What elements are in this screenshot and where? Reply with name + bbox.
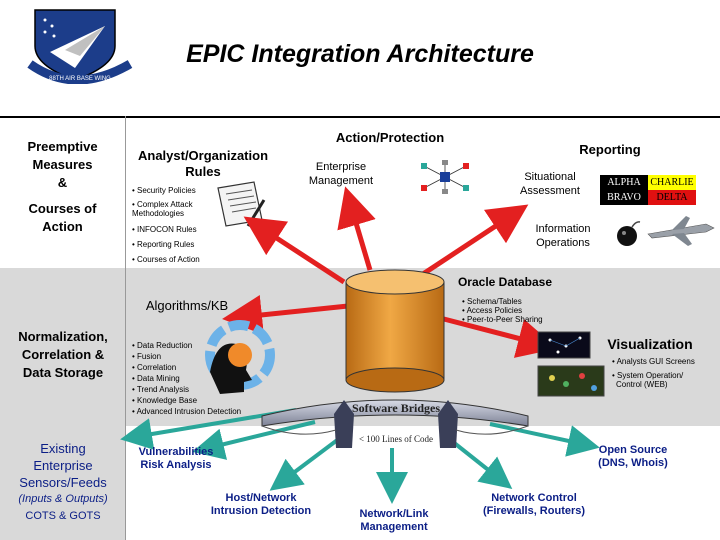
- analyst-items: • Security Policies • Complex Attack Met…: [132, 186, 200, 264]
- algorithms-title: Algorithms/KB: [145, 298, 229, 313]
- red-arrows: [222, 186, 558, 358]
- bravo-cell: BRAVO: [600, 190, 648, 205]
- gray-band-left-strip: [0, 268, 125, 540]
- alpha-cell: ALPHA: [600, 175, 648, 190]
- arrow-to-enterprise: [337, 186, 376, 271]
- enterprise-management-label: Enterprise Management: [308, 161, 374, 187]
- arrow-to-visualization: [439, 315, 558, 358]
- visualization-title: Visualization: [607, 336, 693, 352]
- analyst-title: Analyst/Organization Rules: [137, 148, 269, 179]
- oracle-items: • Schema/Tables • Access Policies • Peer…: [462, 297, 543, 324]
- existing-label: Existing Enterprise Sensors/Feeds (Input…: [18, 441, 108, 522]
- vulnerabilities-label: Vulnerabilities Risk Analysis: [138, 446, 214, 471]
- page-title: EPIC Integration Architecture: [186, 40, 534, 68]
- logo-emblem-icon: 88TH AIR BASE WING: [27, 9, 133, 84]
- visualization-items: • Analysts GUI Screens • System Operatio…: [612, 357, 695, 389]
- courses-label: Courses of Action: [28, 201, 97, 234]
- divider-line-left: [125, 116, 126, 540]
- open-source-label: Open Source (DNS, Whois): [598, 444, 668, 469]
- network-node-icon: [421, 160, 469, 194]
- action-title: Action/Protection: [335, 130, 445, 145]
- network-control-label: Network Control (Firewalls, Routers): [482, 492, 586, 517]
- normalization-label: Normalization, Correlation & Data Storag…: [18, 329, 108, 380]
- cycle-head-graphic: [205, 320, 275, 394]
- divider-line-top: [0, 116, 720, 118]
- jet-icon: [647, 216, 715, 246]
- arrow-to-opensource: [489, 422, 600, 457]
- arrow-to-analyst: [243, 216, 346, 285]
- software-bridge: [261, 399, 529, 448]
- delta-cell: DELTA: [648, 190, 696, 205]
- host-intrusion-label: Host/Network Intrusion Detection: [210, 492, 312, 517]
- arrow-to-algorithms: [222, 295, 349, 335]
- reporting-title: Reporting: [579, 142, 641, 157]
- alert-level-grid: ALPHA CHARLIE BRAVO DELTA: [600, 175, 696, 205]
- visualization-screens: [537, 331, 605, 397]
- bridge-subtitle: < 100 Lines of Code: [358, 434, 434, 444]
- logo-ring-text: 88TH AIR BASE WING: [49, 76, 111, 82]
- situational-assessment-label: Situational Assessment: [520, 171, 580, 197]
- arrow-to-host: [269, 436, 342, 491]
- oracle-title: Oracle Database: [457, 275, 553, 289]
- preemptive-label: Preemptive Measures &: [27, 139, 98, 190]
- algorithms-items: • Data Reduction • Fusion • Correlation …: [132, 341, 242, 416]
- network-link-label: Network/Link Management: [359, 508, 429, 533]
- arrow-to-situational: [418, 204, 529, 279]
- information-operations-label: Information Operations: [535, 223, 591, 249]
- bomb-icon: [617, 221, 641, 246]
- bridge-title: Software Bridges: [351, 401, 441, 415]
- arrow-to-vuln: [192, 420, 316, 460]
- oracle-database-cylinder: [345, 269, 445, 393]
- arrow-to-netcontrol: [446, 436, 513, 489]
- charlie-cell: CHARLIE: [648, 175, 696, 190]
